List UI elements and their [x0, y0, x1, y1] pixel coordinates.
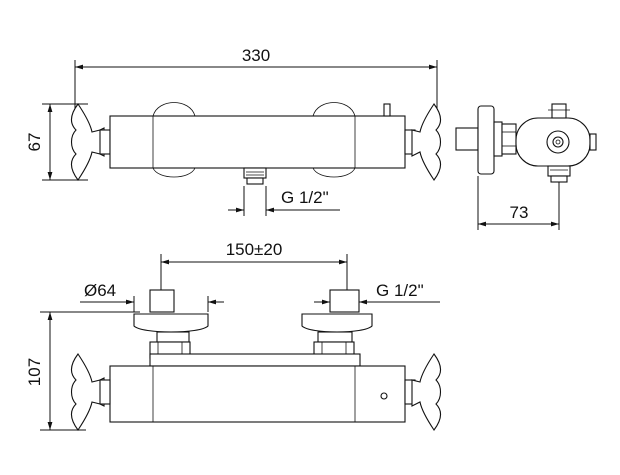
dim-outlet-thread: G 1/2": [281, 188, 329, 207]
left-flange: [133, 313, 209, 333]
right-flange: [301, 313, 373, 333]
right-handle: [411, 103, 442, 181]
dim-height-top: 67: [25, 133, 44, 152]
side-view: 73: [455, 103, 597, 230]
dim-height-front: 107: [25, 358, 44, 386]
dim-inlet-spacing: 150±20: [226, 240, 283, 259]
left-handle: [70, 103, 105, 181]
valve-body-front: [109, 365, 406, 423]
front-right-handle: [411, 353, 442, 431]
dim-side-depth: 73: [510, 203, 529, 222]
right-inlet-pipe: [329, 289, 360, 313]
left-inlet-pipe: [149, 289, 175, 313]
outlet-top-view: [243, 167, 267, 179]
front-left-handle: [70, 353, 105, 431]
dim-flange-diameter: Ø64: [84, 281, 116, 300]
valve-body-top: [109, 115, 406, 169]
top-view: 330 67 G 1/2": [25, 46, 442, 216]
front-view: 150±20 Ø64 G 1/2": [25, 240, 442, 431]
dim-inlet-thread: G 1/2": [376, 281, 424, 300]
temperature-indicator: [380, 392, 388, 400]
dim-overall-length: 330: [242, 46, 270, 65]
